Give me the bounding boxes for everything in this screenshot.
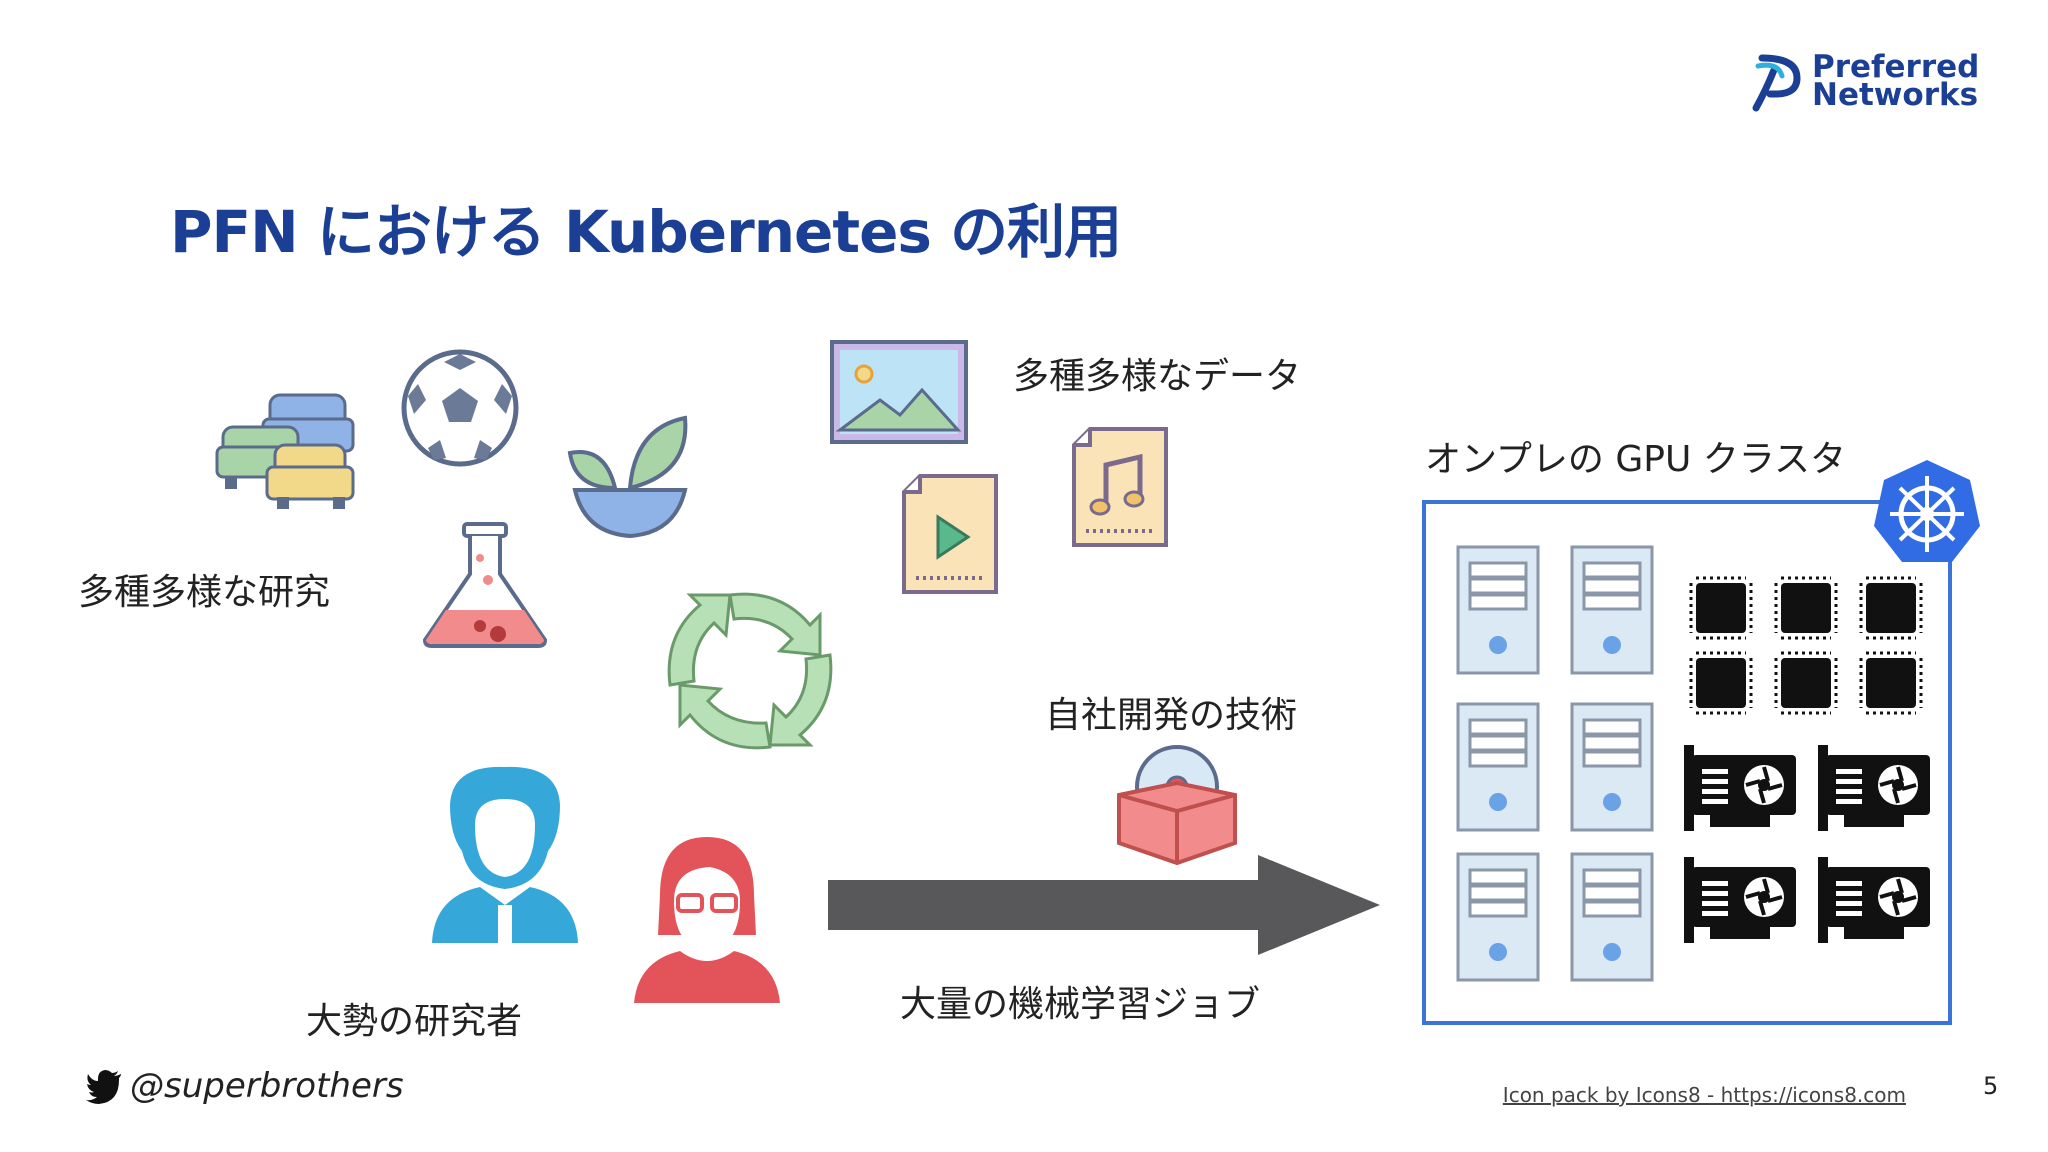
label-ml-jobs: 大量の機械学習ジョブ xyxy=(900,984,1261,1025)
refresh-cycle-icon xyxy=(667,592,833,750)
person-female-icon xyxy=(634,837,780,1003)
label-diverse-data: 多種多様なデータ xyxy=(1013,356,1302,397)
arrow-right-icon xyxy=(828,855,1380,955)
cpu-chip-icon xyxy=(1774,651,1838,715)
person-male-icon xyxy=(432,766,578,943)
disc-box-icon xyxy=(1117,745,1237,866)
server-icon xyxy=(1456,545,1540,675)
gpu-card-icon xyxy=(1684,857,1796,943)
video-file-icon xyxy=(902,474,998,594)
page-title: PFN における Kubernetes の利用 xyxy=(170,198,1122,266)
gpu-card-icon xyxy=(1818,857,1930,943)
server-icon xyxy=(1570,545,1654,675)
gpu-card-icon xyxy=(1684,745,1796,831)
label-diverse-research: 多種多様な研究 xyxy=(78,572,331,613)
plant-icon xyxy=(567,415,688,539)
soccer-ball-icon xyxy=(401,349,519,467)
cars-icon xyxy=(215,393,355,509)
cpu-chip-icon xyxy=(1859,576,1923,640)
server-icon xyxy=(1456,702,1540,832)
label-inhouse-tech: 自社開発の技術 xyxy=(1045,695,1298,736)
logo: Preferred Networks xyxy=(1752,52,1992,112)
flask-icon xyxy=(422,522,548,648)
music-file-icon xyxy=(1072,427,1168,547)
cpu-chip-icon xyxy=(1859,651,1923,715)
server-icon xyxy=(1570,852,1654,982)
icons8-credit-link[interactable]: Icon pack by Icons8 - https://icons8.com xyxy=(1502,1083,1906,1107)
cpu-chip-icon xyxy=(1774,576,1838,640)
cpu-chip-icon xyxy=(1689,576,1753,640)
kubernetes-icon xyxy=(1874,460,1980,562)
twitter-handle[interactable]: @superbrothers xyxy=(86,1066,404,1106)
label-onprem-cluster: オンプレの GPU クラスタ xyxy=(1425,439,1847,480)
server-icon xyxy=(1570,702,1654,832)
logo-line2: Networks xyxy=(1812,77,1979,113)
page-number: 5 xyxy=(1983,1072,1999,1100)
image-file-icon xyxy=(830,340,968,444)
twitter-icon xyxy=(86,1070,121,1104)
logo-line1: Preferred xyxy=(1812,49,1980,85)
gpu-card-icon xyxy=(1818,745,1930,831)
pfn-logo-mark-icon xyxy=(1752,54,1801,112)
cpu-chip-icon xyxy=(1689,651,1753,715)
label-researchers: 大勢の研究者 xyxy=(306,1001,523,1042)
server-icon xyxy=(1456,852,1540,982)
twitter-handle-text: @superbrothers xyxy=(130,1066,404,1106)
gpu-cluster-box xyxy=(1422,500,1952,1025)
